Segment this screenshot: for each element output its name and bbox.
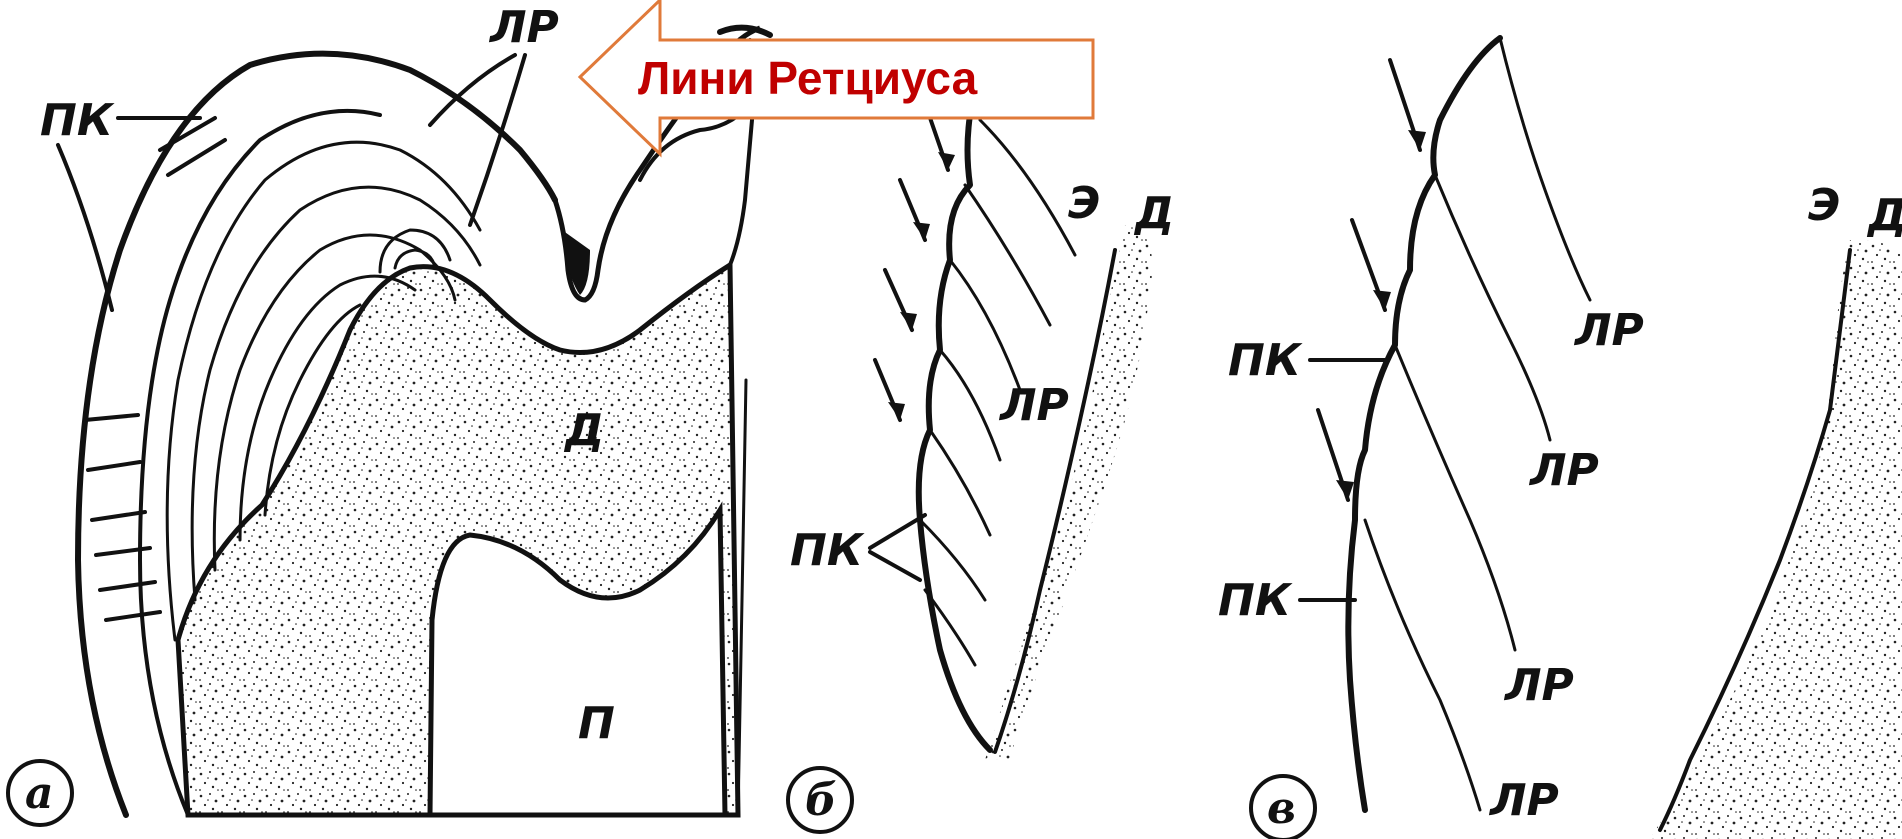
label-lr-b: ЛР [998,380,1069,431]
panel-a-letter: а [25,768,54,819]
arrows-b [875,112,955,420]
label-lr-v2: ЛР [1528,445,1599,496]
label-e-v: Э [1808,180,1840,231]
label-lr-v4: ЛР [1488,775,1559,826]
callout-label: Лини Ретциуса [638,52,978,104]
label-pk-b: ПК [790,525,865,576]
label-pk-a: ПК [40,95,115,146]
label-pk-v1: ПК [1228,335,1303,386]
panel-b-letter: б [805,775,837,826]
label-p-a: П [578,698,615,749]
label-e-b: Э [1068,178,1100,229]
panel-b: Э Д ЛР ПК б [788,112,1174,832]
retzius-callout: Лини Ретциуса [580,0,1093,154]
arrows-v [1318,60,1426,500]
label-lr-v3: ЛР [1503,660,1574,711]
label-lr-v1: ЛР [1573,305,1644,356]
label-d-v: Д [1866,190,1902,241]
label-d-b: Д [1133,188,1174,239]
label-lr-a: ЛР [488,2,559,53]
dentin-strip-b [985,225,1152,760]
dentin-strip-v [1650,240,1902,839]
enamel-surface-b [919,115,990,750]
panel-v-letter: в [1267,783,1296,834]
label-d-a: Д [563,405,604,456]
panel-v: ЛР ЛР ЛР ЛР ПК ПК Э Д в [1218,38,1902,839]
enamel-surface-v [1348,38,1500,810]
label-pk-v2: ПК [1218,575,1293,626]
